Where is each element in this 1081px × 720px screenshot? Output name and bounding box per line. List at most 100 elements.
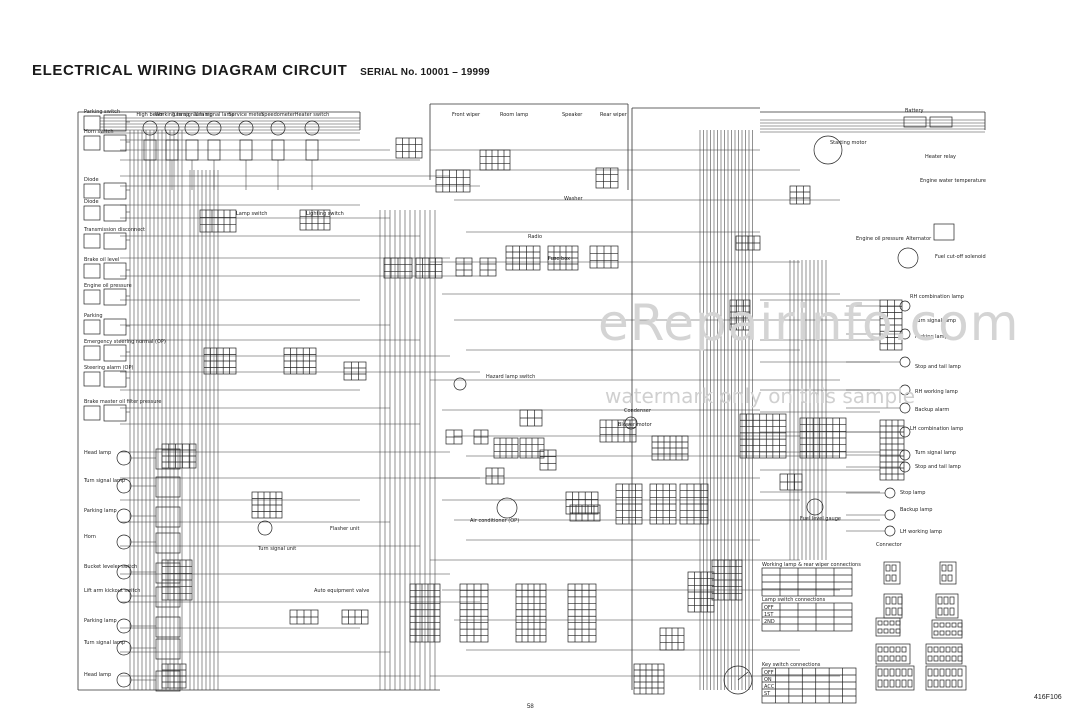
battery-symbol — [903, 116, 927, 128]
center-component-label: Front wiper — [452, 112, 481, 118]
lamp-symbol — [116, 640, 132, 656]
center-component-label: Lighting switch — [306, 211, 344, 217]
gauge-connector — [271, 139, 285, 161]
switch-label: Brake oil level — [84, 257, 119, 263]
gauge-connector — [185, 139, 199, 161]
lamp-symbol — [116, 478, 132, 494]
connector-face — [939, 561, 957, 585]
lamp-symbol — [899, 426, 911, 438]
connector-pin — [943, 596, 949, 605]
switch-label: Transmission disconnect — [83, 227, 145, 233]
watermark-site: eRepairinfo.com — [598, 294, 1020, 352]
gauge-connector — [165, 139, 179, 161]
switch-label: Parking — [84, 313, 103, 319]
connector-pin — [945, 668, 951, 677]
right-component-label: Turn signal lamp — [914, 318, 956, 324]
starting-motor-symbol — [813, 135, 843, 165]
connector-pin — [891, 607, 897, 616]
gauge-connector — [143, 139, 157, 161]
blower-motor-symbol — [624, 416, 638, 430]
gauge-label: Service meter — [228, 112, 264, 118]
connector-pin — [883, 668, 889, 677]
connector-pin — [957, 655, 963, 662]
connector-pin — [877, 679, 883, 688]
right-component-label: Fuel cut-off solenoid — [935, 254, 986, 260]
connector-pin — [945, 679, 951, 688]
serial-number: SERIAL No. 10001 – 19999 — [360, 67, 490, 78]
connector-pin — [957, 679, 963, 688]
connector-pin — [933, 622, 939, 628]
lamp-symbol — [116, 564, 132, 580]
lamp-label: Horn — [84, 534, 96, 540]
switch-label: Horn switch — [84, 129, 114, 135]
connector-pin — [949, 607, 955, 616]
gauge-symbol — [142, 120, 158, 136]
gauge-connector — [239, 139, 253, 161]
connector-face — [935, 593, 959, 619]
connector-pin — [945, 630, 951, 636]
lamp-symbol — [116, 508, 132, 524]
connector-block — [155, 638, 181, 660]
connector-face — [875, 643, 911, 665]
switch-symbol — [83, 289, 101, 305]
connector-pin — [901, 668, 907, 677]
connector-pin — [939, 630, 945, 636]
connector-block — [479, 149, 511, 171]
connector-pin — [927, 668, 933, 677]
connector-pin — [951, 668, 957, 677]
connector-pin — [883, 655, 889, 662]
lamp-position-label: 1ST — [764, 612, 774, 618]
air-conditioner-symbol — [496, 497, 518, 519]
connector-block — [103, 370, 127, 388]
lamp-symbol — [116, 534, 132, 550]
lamp-symbol — [899, 449, 911, 461]
connector-pin — [939, 622, 945, 628]
center-component-label: Room lamp — [500, 112, 528, 118]
connector-block — [155, 506, 181, 528]
gauge-symbol — [270, 120, 286, 136]
right-component-label: Starting motor — [830, 140, 867, 146]
switch-symbol — [83, 205, 101, 221]
connector-pin — [877, 628, 883, 634]
page-title: ELECTRICAL WIRING DIAGRAM CIRCUIT SERIAL… — [32, 62, 490, 79]
connector-block — [435, 169, 471, 193]
connector-pin — [937, 607, 943, 616]
connector-pin — [949, 596, 955, 605]
right-component-label: Parking lamp — [915, 334, 948, 340]
table-title: Working lamp & rear wiper connections — [762, 562, 861, 568]
right-component-label: Backup lamp — [900, 507, 932, 513]
connector-pin — [883, 620, 889, 626]
switch-label: Engine oil pressure — [84, 283, 132, 289]
key-position-label: ON — [764, 677, 772, 683]
center-component-label: Auto equipment valve — [314, 588, 369, 594]
switch-label: Diode — [84, 177, 99, 183]
lamp-symbol — [899, 461, 911, 473]
gauge-label: Turn signal lamp — [170, 112, 212, 118]
diagram-frame — [77, 103, 986, 691]
switch-symbol — [83, 319, 101, 335]
switch-symbol — [83, 405, 101, 421]
table-title: Lamp switch connections — [762, 597, 826, 603]
right-component-label: Turn signal lamp — [914, 450, 956, 456]
connector-pin — [907, 679, 913, 688]
connector-block — [103, 344, 127, 362]
connector-pin — [895, 620, 901, 626]
right-component-label: Fuel level gauge — [800, 516, 841, 522]
lamp-position-label: OFF — [764, 605, 774, 611]
connector-pin — [939, 655, 945, 662]
diagram-title: ELECTRICAL WIRING DIAGRAM CIRCUIT — [32, 62, 348, 79]
connector-face — [931, 619, 963, 639]
lamp-symbol — [899, 300, 911, 312]
connector-pin — [957, 646, 963, 653]
watermark-note: watermark only on this sample — [605, 384, 916, 408]
connector-block — [103, 182, 127, 200]
center-component-label: Air conditioner (OP) — [470, 518, 519, 524]
connector-pin — [939, 668, 945, 677]
connector-pin — [895, 646, 901, 653]
gauge-connector — [207, 139, 221, 161]
connector-face — [875, 665, 915, 691]
battery-symbol — [929, 116, 953, 128]
connector-pin — [941, 564, 947, 572]
connector-pin — [897, 607, 903, 616]
